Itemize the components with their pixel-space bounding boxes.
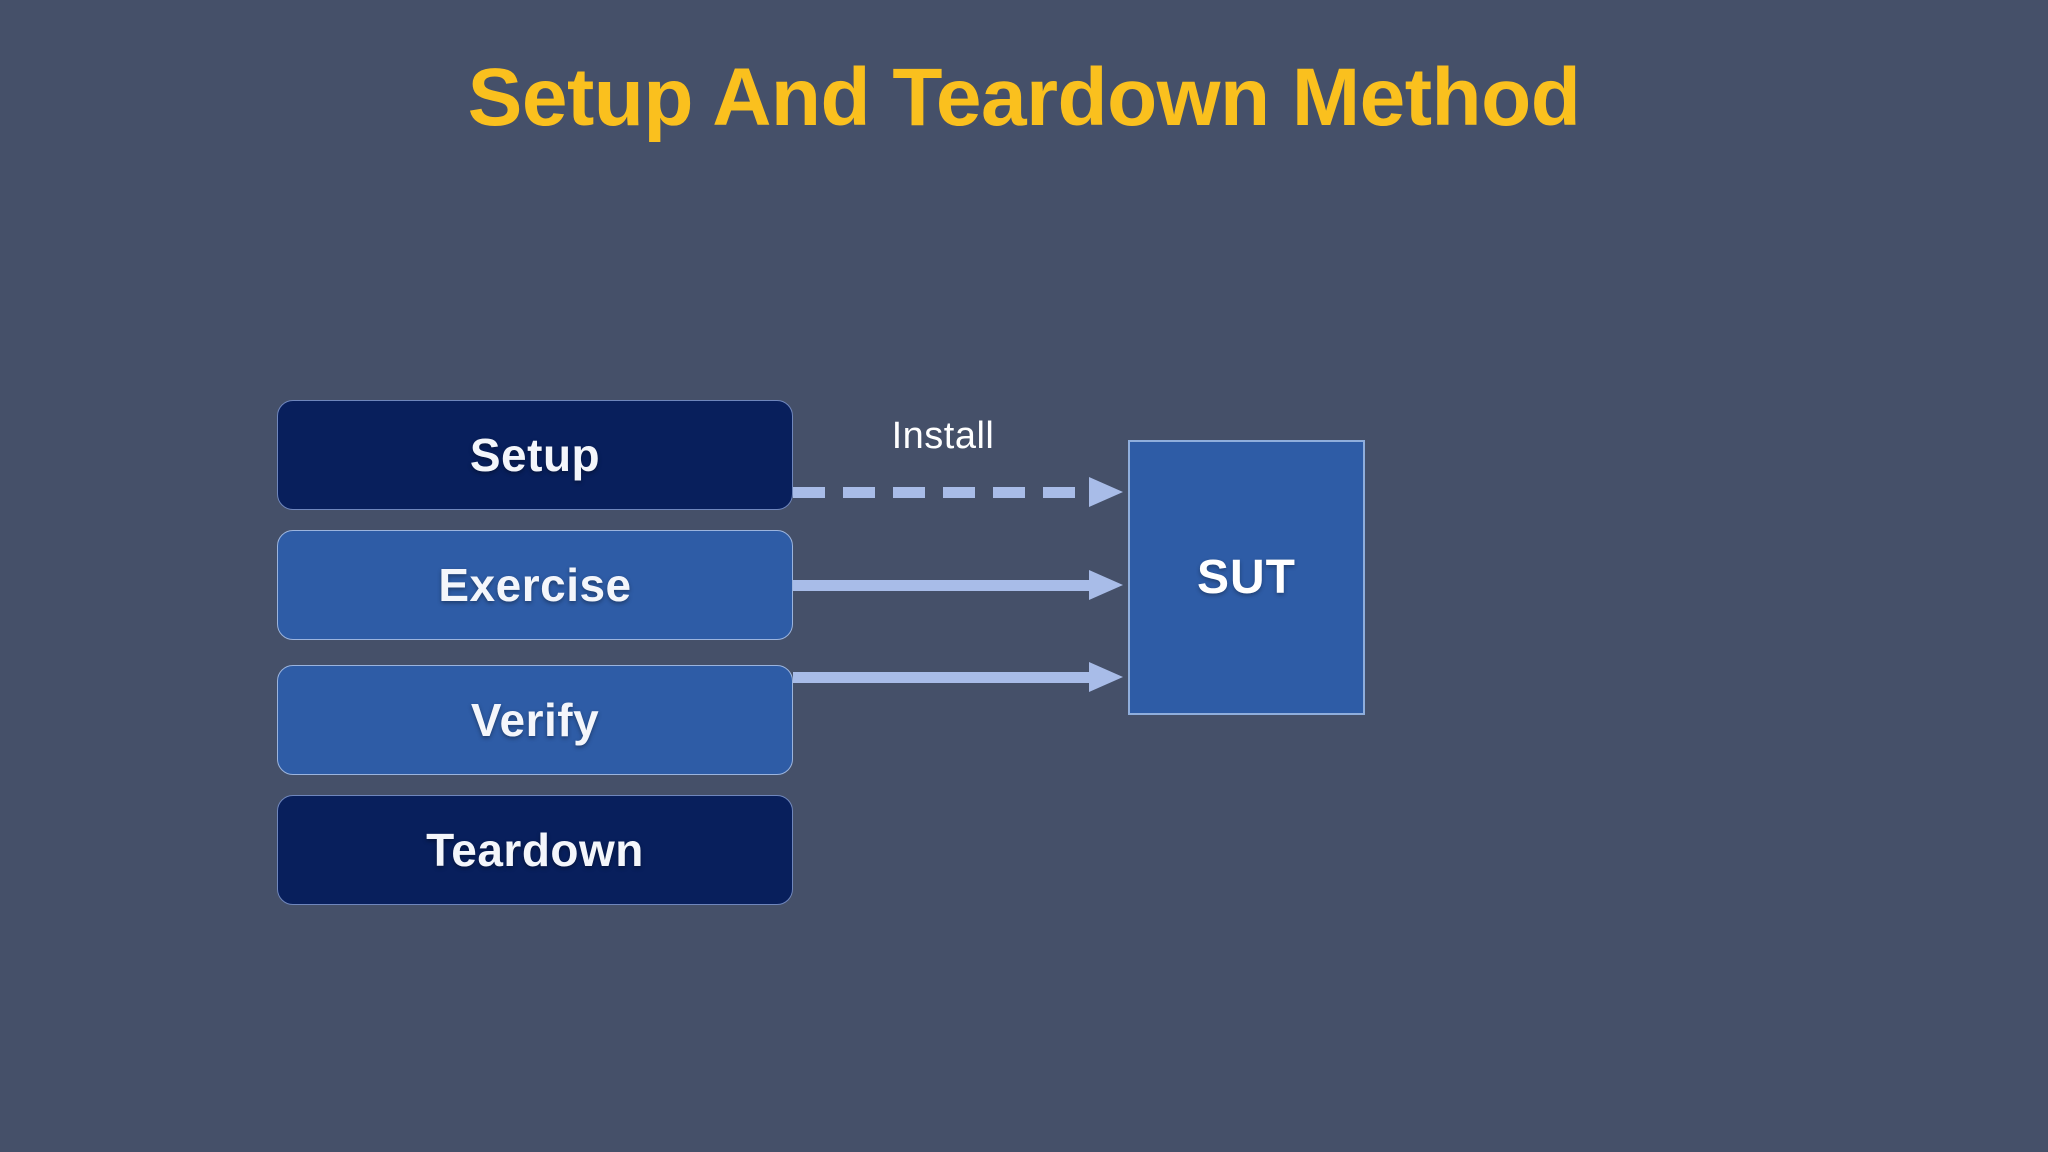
connector-line-solid bbox=[793, 672, 1091, 683]
connector-line-solid bbox=[793, 580, 1091, 591]
phase-label-verify: Verify bbox=[470, 694, 600, 746]
arrowhead-icon bbox=[1089, 662, 1123, 692]
page-title: Setup And Teardown Method bbox=[467, 52, 1581, 143]
phase-box-verify[interactable]: Verify bbox=[277, 665, 793, 775]
connector-verify-to-sut bbox=[793, 657, 1131, 697]
connector-exercise-to-sut bbox=[793, 565, 1131, 605]
phase-box-setup[interactable]: Setup bbox=[277, 400, 793, 510]
phase-label-setup: Setup bbox=[469, 429, 601, 481]
phase-label-teardown: Teardown bbox=[426, 824, 644, 876]
arrowhead-icon bbox=[1089, 477, 1123, 507]
sut-box[interactable]: SUT bbox=[1128, 440, 1365, 715]
sut-label: SUT bbox=[1197, 551, 1296, 604]
connector-line-dashed bbox=[793, 487, 1091, 498]
arrowhead-icon bbox=[1089, 570, 1123, 600]
phase-label-exercise: Exercise bbox=[438, 559, 632, 611]
phase-box-exercise[interactable]: Exercise bbox=[277, 530, 793, 640]
phase-box-teardown[interactable]: Teardown bbox=[277, 795, 793, 905]
connector-setup-to-sut bbox=[793, 472, 1131, 512]
connector-label-install: Install bbox=[891, 415, 995, 457]
